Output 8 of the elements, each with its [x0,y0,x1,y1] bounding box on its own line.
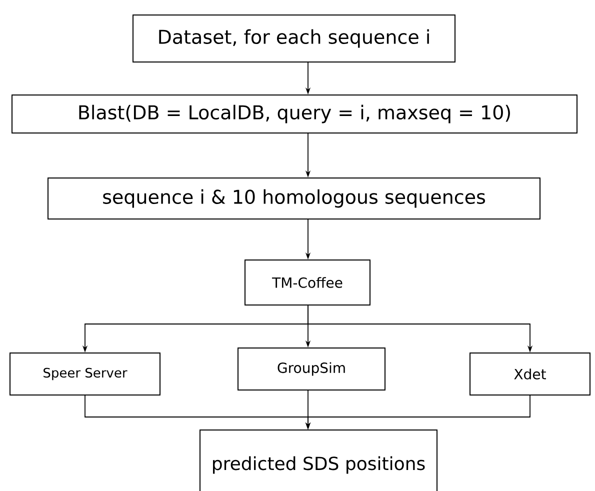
process-box: TM-Coffee [244,260,370,306]
process-box: Dataset, for each sequence i [132,14,456,62]
process-box: predicted SDS positions [200,430,438,491]
process-box: GroupSim [238,348,386,390]
process-box: Blast(DB = LocalDB, query = i, maxseq = 10) [12,94,578,134]
process-box: Speer Server [10,352,160,396]
process-box: Xdet [470,352,590,396]
process-box: sequence i & 10 homologous sequences [48,178,540,220]
